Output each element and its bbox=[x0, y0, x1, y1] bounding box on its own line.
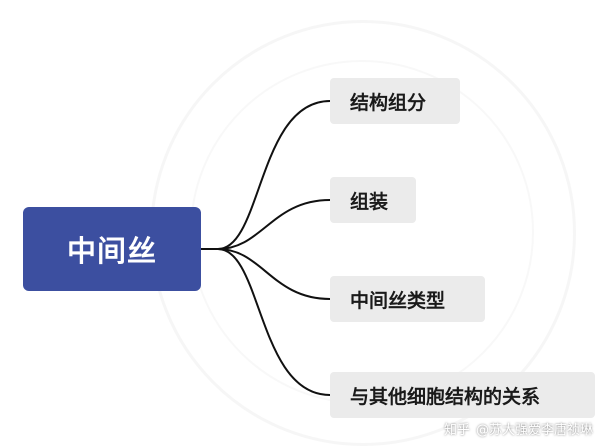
connector-branch-3 bbox=[217, 248, 331, 300]
branch-node-types: 中间丝类型 bbox=[330, 276, 485, 322]
platform-name: 知乎 bbox=[443, 423, 470, 438]
root-label: 中间丝 bbox=[66, 234, 157, 268]
author-handle: @苏大强爱李唐祯琳 bbox=[475, 423, 593, 438]
branch-label: 中间丝类型 bbox=[350, 289, 446, 312]
branch-node-assembly: 组装 bbox=[330, 177, 416, 223]
connector-branch-4 bbox=[217, 248, 331, 396]
source-credit: 知乎 @苏大强爱李唐祯琳 bbox=[444, 419, 593, 438]
branch-label: 与其他细胞结构的关系 bbox=[350, 385, 541, 408]
branch-label: 结构组分 bbox=[350, 91, 427, 114]
connector-branch-2 bbox=[217, 199, 331, 250]
connector-branch-1 bbox=[217, 100, 331, 250]
branch-label: 组装 bbox=[350, 190, 389, 213]
branch-node-relations: 与其他细胞结构的关系 bbox=[330, 372, 595, 418]
root-node: 中间丝 bbox=[23, 207, 201, 291]
branch-node-structure: 结构组分 bbox=[330, 78, 460, 124]
